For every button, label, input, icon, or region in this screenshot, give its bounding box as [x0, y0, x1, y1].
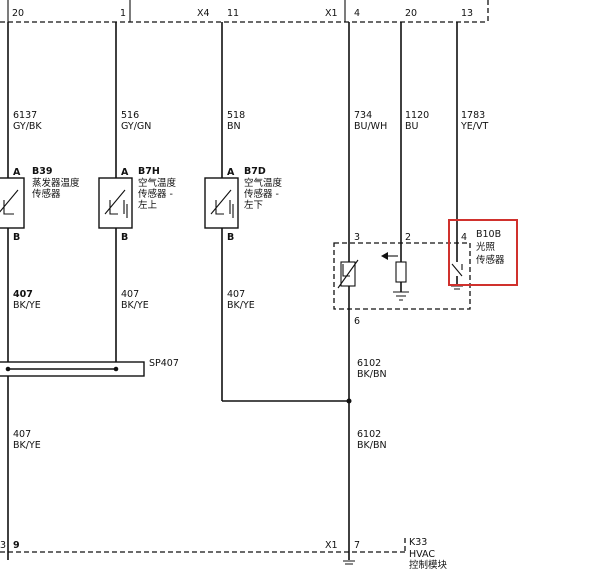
ground-wire-color: BK/YE — [227, 300, 255, 311]
thermistor-arrows-icon — [229, 200, 234, 218]
pin-b-label: B — [13, 232, 20, 243]
splice-node — [346, 398, 352, 404]
light-sensor-name: 传感器 — [476, 254, 505, 266]
wire-6102-circuit: 6102 — [357, 429, 381, 440]
pin-b-label: B — [121, 232, 128, 243]
wire-color-label: GY/GN — [121, 121, 151, 132]
wire-color-label: GY/BK — [13, 121, 42, 132]
thermistor-icon — [104, 189, 126, 215]
sensor-b39: A B B39 蒸发器温度 传感器 — [0, 166, 80, 243]
light-sensor-pin: 4 — [461, 232, 467, 243]
wire-color-label: BU — [405, 121, 419, 132]
ground-wire-color: BK/YE — [13, 440, 41, 451]
pin-terminal-icon — [343, 560, 355, 565]
light-sensor-name: 光照 — [476, 241, 496, 253]
sensor-id: B39 — [32, 166, 52, 177]
sensor-b7d: A B B7D 空气温度 传感器 - 左下 — [204, 166, 283, 243]
wire-circuit-label: 518 — [227, 110, 245, 121]
connector-x4-label: X4 — [197, 8, 210, 19]
wire-circuit-label: 1120 — [405, 110, 429, 121]
pin-a-label: A — [227, 167, 235, 178]
light-sensor-id: B10B — [476, 229, 501, 240]
splice-node — [5, 366, 11, 372]
internal-sensor-module-boundary — [333, 242, 471, 310]
photodiode-icon — [451, 263, 463, 277]
internal-thermistor — [340, 261, 356, 287]
bottom-connector-boundary — [0, 538, 406, 553]
ground-wire-circuit: 407 — [227, 289, 245, 300]
wire-color-label: YE/VT — [460, 121, 489, 132]
top-pin-label: 20 — [12, 8, 24, 19]
pin-a-label: A — [13, 167, 21, 178]
module-pin-label: 3 — [354, 232, 360, 243]
pullup-resistor — [395, 261, 407, 283]
top-pin-label: 20 — [405, 8, 417, 19]
wire-color-label: BU/WH — [354, 121, 387, 132]
splice-label: SP407 — [149, 358, 179, 369]
top-pin-label: 1 — [120, 8, 126, 19]
wire-circuit-label: 734 — [354, 110, 372, 121]
splice-node — [113, 366, 119, 372]
thermistor-icon — [210, 189, 232, 215]
top-pin-label: 13 — [461, 8, 473, 19]
sensor-name: 蒸发器温度 — [32, 177, 80, 189]
sensor-name: 左上 — [138, 199, 158, 211]
module-pin-label: 6 — [354, 316, 360, 327]
sensor-b7d-body — [204, 177, 239, 229]
wire-color-label: BN — [227, 121, 241, 132]
top-pin-label: 11 — [227, 8, 239, 19]
sensor-name: 空气温度 — [138, 177, 177, 189]
bottom-pin-label: 3 — [0, 540, 6, 551]
thermistor-arrows-icon — [123, 200, 128, 218]
module-pin-label: 2 — [405, 232, 411, 243]
thermistor-icon — [0, 189, 19, 215]
ground-wire-color: BK/YE — [121, 300, 149, 311]
ground-wire-color: BK/YE — [13, 300, 41, 311]
sensor-name: 传感器 — [32, 188, 61, 200]
sensor-name: 传感器 - — [138, 188, 173, 200]
sensor-id: B7D — [244, 166, 266, 177]
sensor-b7h: A B B7H 空气温度 传感器 - 左上 — [98, 166, 177, 243]
arrow-icon — [381, 252, 388, 260]
thermistor-icon — [337, 259, 359, 289]
wire-circuit-label: 6137 — [13, 110, 37, 121]
module-id: K33 — [409, 537, 427, 548]
ground-icon — [451, 285, 463, 290]
sensor-name: 左下 — [244, 199, 263, 211]
bottom-pin-label: 9 — [13, 540, 20, 551]
wire-circuit-label: 516 — [121, 110, 139, 121]
pin-b-label: B — [227, 232, 234, 243]
connector-x1-top-label: X1 — [325, 8, 338, 19]
sensor-b7h-body — [98, 177, 133, 229]
wire-6102-circuit: 6102 — [357, 358, 381, 369]
connector-x1-bottom-label: X1 — [325, 540, 338, 551]
sensor-name: 传感器 - — [244, 188, 279, 200]
sensor-id: B7H — [138, 166, 160, 177]
ground-wire-circuit: 407 — [13, 429, 31, 440]
module-name: 控制模块 — [409, 559, 448, 569]
module-name: HVAC — [409, 549, 435, 560]
ground-wire-circuit: 407 — [121, 289, 139, 300]
wire-circuit-label: 1783 — [461, 110, 485, 121]
highlight-box — [448, 219, 518, 286]
bottom-pin-label: 7 — [354, 540, 360, 551]
ground-icon — [393, 291, 409, 301]
ground-wire-circuit: 407 — [13, 289, 33, 300]
top-connector-boundary — [0, 0, 489, 23]
sensor-name: 空气温度 — [244, 177, 283, 189]
pin-a-label: A — [121, 167, 129, 178]
wire-6102-color: BK/BN — [357, 369, 387, 380]
top-pin-label: 4 — [354, 8, 360, 19]
wire-6102-color: BK/BN — [357, 440, 387, 451]
